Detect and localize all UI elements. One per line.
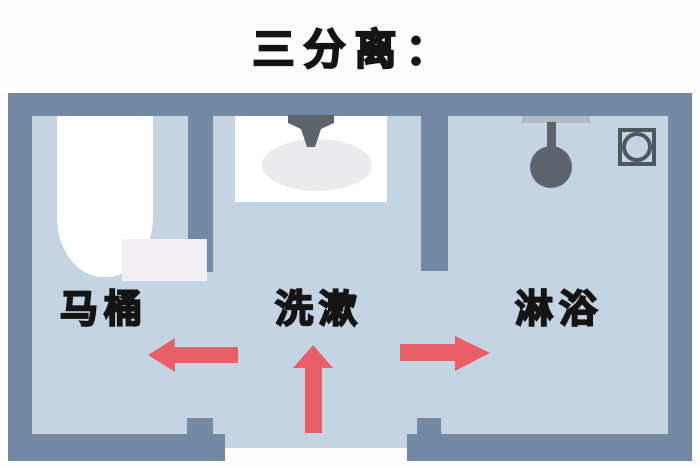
zone-label-toilet: 马桶: [59, 286, 149, 332]
wall-left: [8, 93, 32, 461]
door-opening: [225, 434, 407, 448]
faucet-shape: [288, 115, 334, 147]
door-jamb-left: [187, 418, 213, 435]
floor-drain-icon: [618, 128, 656, 166]
zone-label-shower: 淋浴: [514, 286, 604, 332]
faucet-icon: [288, 115, 334, 147]
shower-mount-bar: [522, 116, 590, 123]
partition-wall-right: [421, 116, 448, 271]
toilet-tank: [122, 239, 207, 281]
door-jamb-right: [417, 418, 441, 435]
wall-bottom-right: [407, 434, 692, 461]
wall-bottom-left: [8, 434, 225, 461]
shower-arm: [547, 122, 556, 152]
zone-label-washing: 洗漱: [274, 286, 364, 332]
toilet-icon: [57, 116, 207, 281]
shower-head-icon: [530, 146, 572, 188]
wall-right: [668, 93, 692, 461]
page-title: 三分离：: [251, 24, 457, 75]
wall-top: [8, 93, 692, 116]
sink-basin: [262, 139, 372, 191]
floor-drain-circle: [622, 132, 652, 162]
